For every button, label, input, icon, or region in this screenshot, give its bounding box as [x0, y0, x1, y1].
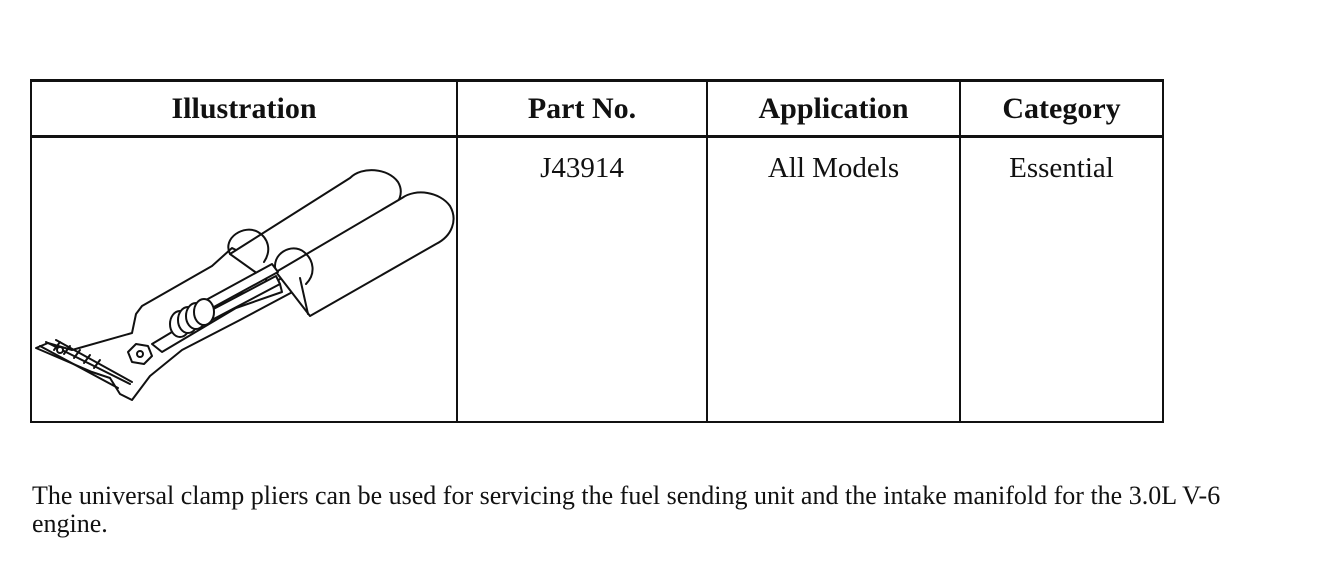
header-application: Application [706, 79, 961, 138]
header-part-no: Part No. [456, 79, 708, 138]
special-tools-table: Illustration Part No. Application Catego… [30, 79, 1164, 423]
header-category: Category [959, 79, 1164, 138]
illustration-cell [30, 135, 458, 423]
table-header: Illustration Part No. Application Catego… [30, 79, 1164, 138]
clamp-pliers-icon [35, 169, 455, 401]
header-illustration: Illustration [30, 79, 458, 138]
tool-description: The universal clamp pliers can be used f… [32, 481, 1221, 538]
category-cell: Essential [959, 135, 1164, 423]
table-header-row: Illustration Part No. Application Catego… [30, 79, 1164, 138]
table-row: J43914 All Models Essential [30, 135, 1164, 423]
application-cell: All Models [706, 135, 961, 423]
part-number-cell: J43914 [456, 135, 708, 423]
